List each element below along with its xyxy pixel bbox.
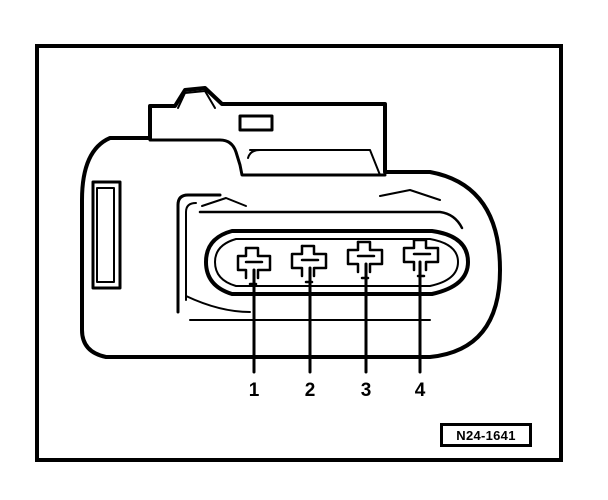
- pin-label-4: 4: [415, 380, 426, 401]
- pin-label-3: 3: [361, 380, 372, 401]
- housing-rim: [176, 193, 222, 314]
- connector-housing-outline: [80, 136, 502, 359]
- pin-label-1: 1: [249, 380, 260, 401]
- receptacle-inner: [214, 238, 459, 287]
- latch-arm: [148, 138, 387, 177]
- latch-window: [238, 114, 274, 132]
- pin-label-2: 2: [305, 380, 316, 401]
- figure-reference-code: N24-1641: [440, 423, 532, 447]
- pin-cavity-3: [346, 240, 384, 280]
- receptacle-shell: [204, 229, 470, 296]
- side-slot: [91, 180, 122, 290]
- pin-cavity-2: [290, 244, 328, 284]
- latch-channel: [249, 149, 381, 176]
- latch-tab: [148, 86, 387, 152]
- figure-frame: [35, 44, 563, 462]
- latch-inner: [177, 90, 216, 109]
- receptacle-top-edge: [198, 210, 464, 230]
